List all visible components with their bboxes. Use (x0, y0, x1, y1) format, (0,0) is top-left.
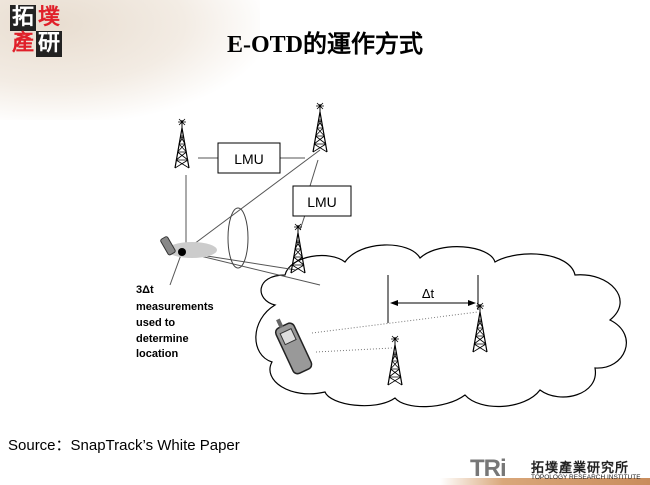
logo-char: 拓 (10, 5, 36, 31)
caption-line: measurements (136, 301, 214, 313)
caption-line: location (136, 348, 178, 360)
footer-brand: TRi (470, 455, 507, 482)
tower-icon (312, 102, 328, 153)
signal-ellipse (227, 207, 249, 269)
lmu-label: LMU (234, 151, 264, 167)
footer-name-en: TOPOLOGY RESEARCH INSTITUTE (531, 474, 641, 481)
footer-logo: TRi (470, 455, 507, 483)
delta-t-label: Δt (422, 286, 435, 301)
caption-line: determine (136, 333, 189, 345)
cloud (255, 244, 627, 408)
tower-icon (174, 118, 190, 169)
footer-band (440, 478, 650, 485)
footer-name-zh: 拓墣產業研究所 (531, 460, 630, 475)
location-dot (178, 248, 186, 256)
mobile-phone-icon (274, 318, 313, 375)
small-phone-icon (160, 236, 176, 256)
caption-line: used to (136, 317, 175, 329)
lmu-label: LMU (307, 194, 337, 210)
background-map (0, 0, 260, 120)
logo-char: 產 (11, 31, 34, 56)
source-citation: Source：SnapTrack’s White Paper (8, 437, 240, 454)
slide-title: E-OTD的運作方式 (226, 32, 423, 58)
lmu-box (217, 142, 281, 174)
logo-char: 研 (36, 31, 62, 57)
caption-line: 3Δt (136, 284, 154, 296)
lmu-box (292, 185, 352, 217)
logo-char: 墣 (37, 5, 60, 30)
logo: 拓 墣 產 研 (10, 5, 62, 57)
